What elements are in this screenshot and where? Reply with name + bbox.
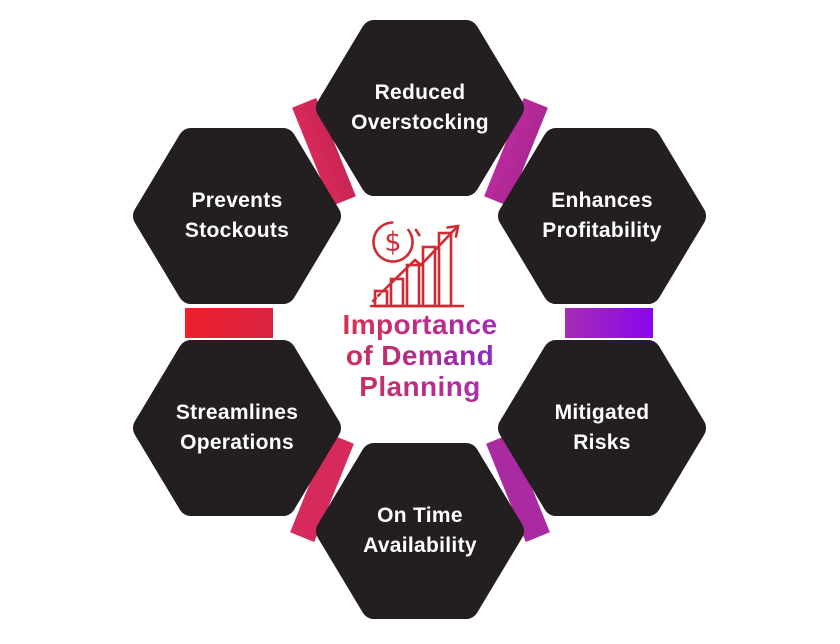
- hex-label-line: Reduced: [374, 81, 466, 104]
- hex-label: Reduced Overstocking: [316, 20, 524, 196]
- dollar-symbol: $: [384, 227, 401, 258]
- hex-label: On Time Availability: [316, 443, 524, 619]
- hex-label-line: Mitigated: [554, 401, 650, 424]
- title-line-2: of Demand: [310, 340, 530, 371]
- hex-label: Prevents Stockouts: [133, 128, 341, 304]
- hex-prevents-stockouts: Prevents Stockouts: [133, 128, 341, 304]
- hexagon-shape: [133, 128, 341, 304]
- hexagon-shape: [498, 128, 706, 304]
- hex-label-line: Prevents: [191, 189, 283, 212]
- hex-label-line: Availability: [363, 534, 477, 557]
- hex-label: Mitigated Risks: [498, 340, 706, 516]
- title-line-3: Planning: [310, 371, 530, 402]
- hex-label-line: Streamlines: [175, 401, 299, 424]
- hex-label-line: Operations: [180, 431, 294, 454]
- hex-label: Streamlines Operations: [133, 340, 341, 516]
- hex-label-line: Overstocking: [351, 111, 489, 134]
- hexagon-shape: [316, 443, 524, 619]
- hex-streamlines-operations: Streamlines Operations: [133, 340, 341, 516]
- connector-left: [185, 308, 273, 338]
- hex-label-line: Stockouts: [184, 219, 290, 242]
- hexagon-shape: [498, 340, 706, 516]
- hexagon-shape: [133, 340, 341, 516]
- hex-reduced-overstocking: Reduced Overstocking: [316, 20, 524, 196]
- hex-enhances-profitability: Enhances Profitability: [498, 128, 706, 304]
- page-title: Importance of Demand Planning: [310, 309, 530, 402]
- hex-label-line: Risks: [573, 431, 631, 454]
- hexagon-shape: [316, 20, 524, 196]
- hex-on-time-availability: On Time Availability: [316, 443, 524, 619]
- title-line-1: Importance: [310, 309, 530, 340]
- hex-label-line: On Time: [377, 504, 463, 527]
- connector-right: [565, 308, 653, 338]
- dollar-growth-chart-icon: $: [369, 221, 465, 308]
- hex-label-line: Enhances: [551, 189, 653, 212]
- hex-label: Enhances Profitability: [498, 128, 706, 304]
- hex-mitigated-risks: Mitigated Risks: [498, 340, 706, 516]
- hex-label-line: Profitability: [542, 219, 662, 242]
